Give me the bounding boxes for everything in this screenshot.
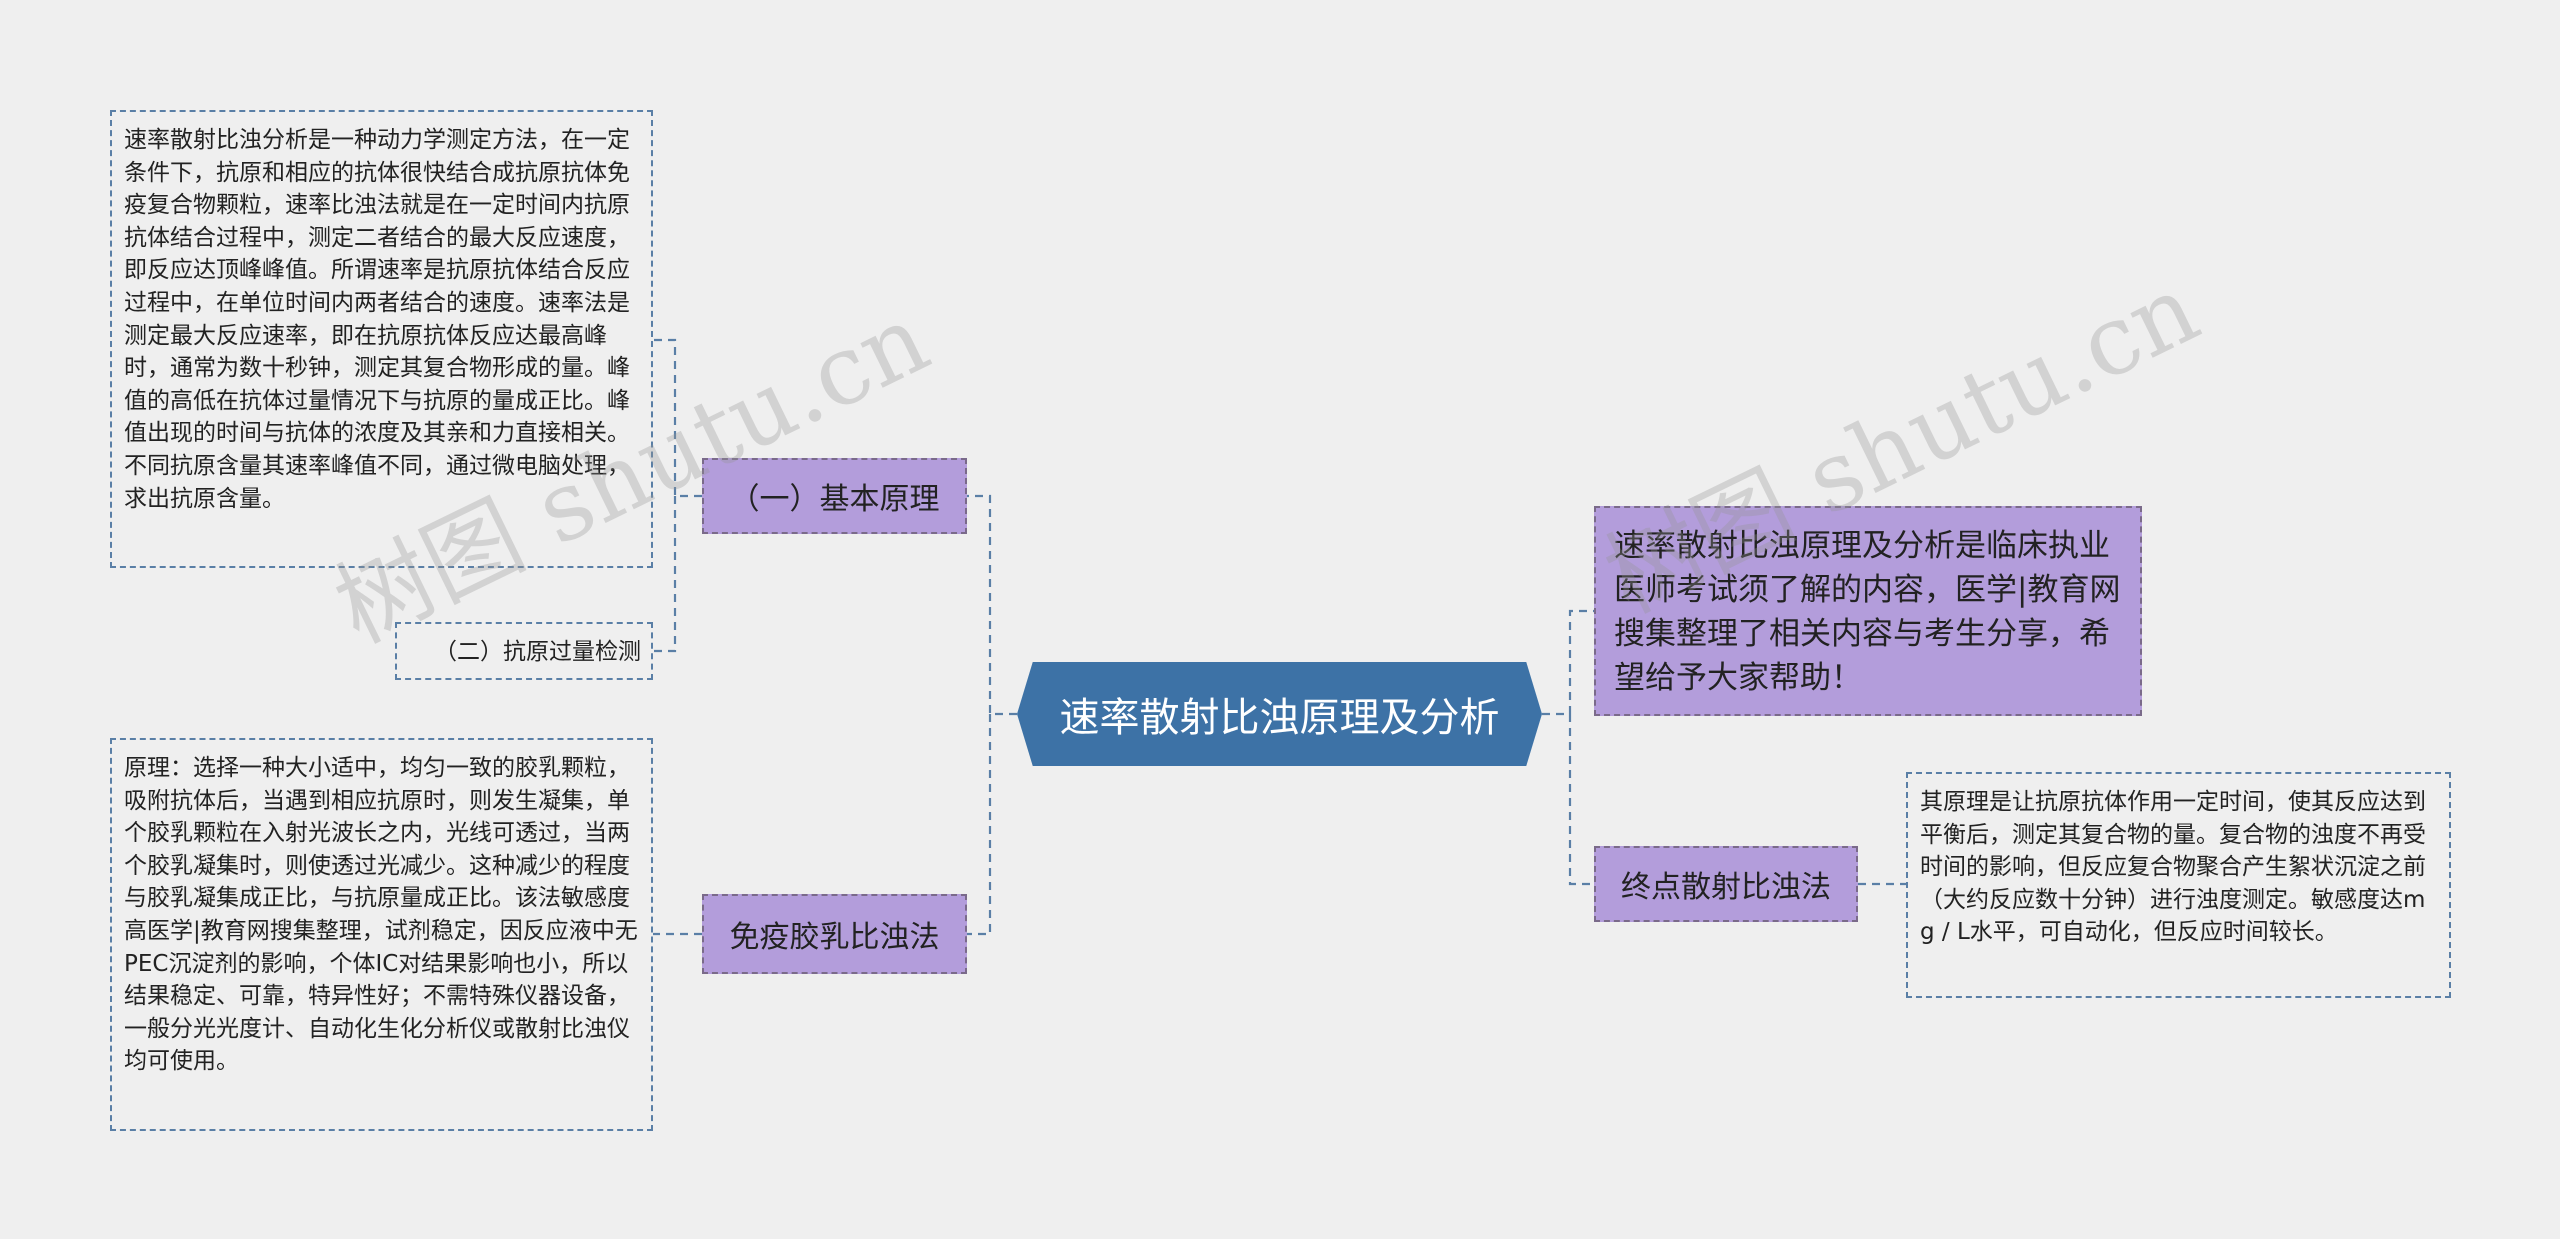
branch-basic-principle-label: （一）基本原理 <box>729 482 940 517</box>
antigen-excess-detection: （二）抗原过量检测 <box>395 622 653 680</box>
branch-latex-turbidimetry-label: 免疫胶乳比浊法 <box>729 920 940 955</box>
central-topic[interactable]: 速率散射比浊原理及分析 <box>1017 662 1542 766</box>
endpoint-method-description: 其原理是让抗原抗体作用一定时间，使其反应达到平衡后，测定其复合物的量。复合物的浊… <box>1906 772 2451 998</box>
branch-latex-turbidimetry[interactable]: 免疫胶乳比浊法 <box>702 894 967 974</box>
latex-method-description-text: 原理：选择一种大小适中，均匀一致的胶乳颗粒，吸附抗体后，当遇到相应抗原时，则发生… <box>124 755 638 1075</box>
connector-center-right <box>1542 609 1594 716</box>
connector-basic-principle <box>653 338 702 498</box>
intro-summary-text: 速率散射比浊原理及分析是临床执业医师考试须了解的内容，医学|教育网搜集整理了相关… <box>1614 528 2121 696</box>
connector-basic-principle-2 <box>653 496 677 653</box>
endpoint-method-description-text: 其原理是让抗原抗体作用一定时间，使其反应达到平衡后，测定其复合物的量。复合物的浊… <box>1920 789 2426 946</box>
connector-center-left-2 <box>967 714 992 936</box>
antigen-excess-detection-text: （二）抗原过量检测 <box>434 639 641 665</box>
branch-endpoint-turbidimetry-label: 终点散射比浊法 <box>1621 870 1831 905</box>
basic-principle-description-text: 速率散射比浊分析是一种动力学测定方法，在一定条件下，抗原和相应的抗体很快结合成抗… <box>124 127 630 512</box>
branch-endpoint-turbidimetry[interactable]: 终点散射比浊法 <box>1594 846 1858 922</box>
basic-principle-description: 速率散射比浊分析是一种动力学测定方法，在一定条件下，抗原和相应的抗体很快结合成抗… <box>110 110 653 568</box>
intro-summary[interactable]: 速率散射比浊原理及分析是临床执业医师考试须了解的内容，医学|教育网搜集整理了相关… <box>1594 506 2142 716</box>
branch-basic-principle[interactable]: （一）基本原理 <box>702 458 967 534</box>
central-topic-title: 速率散射比浊原理及分析 <box>1059 695 1500 741</box>
connector-center-right-2 <box>1568 714 1594 886</box>
connector-center-left <box>967 494 1017 716</box>
latex-method-description: 原理：选择一种大小适中，均匀一致的胶乳颗粒，吸附抗体后，当遇到相应抗原时，则发生… <box>110 738 653 1131</box>
